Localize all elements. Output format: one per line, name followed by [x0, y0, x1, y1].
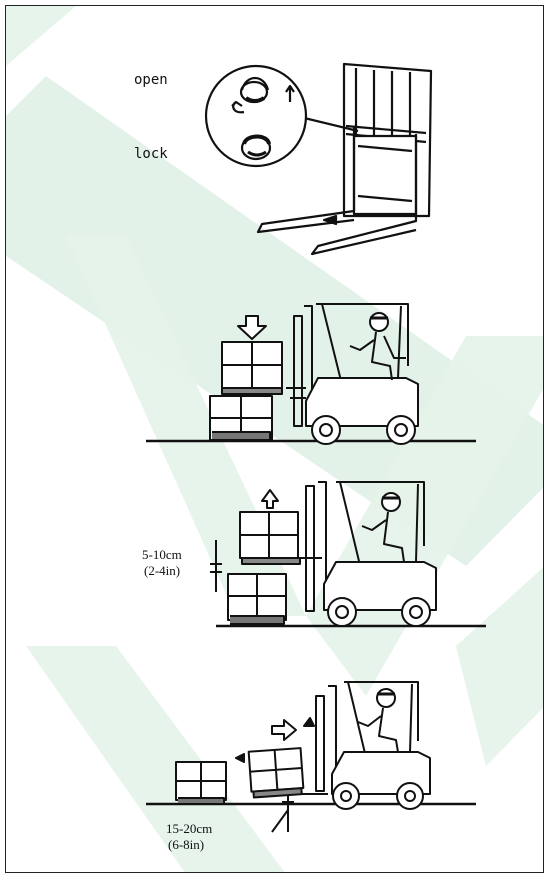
- figure-frame: open lock: [5, 5, 544, 873]
- travel-gap-in-label: (6-8in): [168, 838, 204, 852]
- forklift-reversing-illustration: [6, 6, 544, 873]
- travel-gap-cm-label: 15-20cm: [166, 822, 212, 836]
